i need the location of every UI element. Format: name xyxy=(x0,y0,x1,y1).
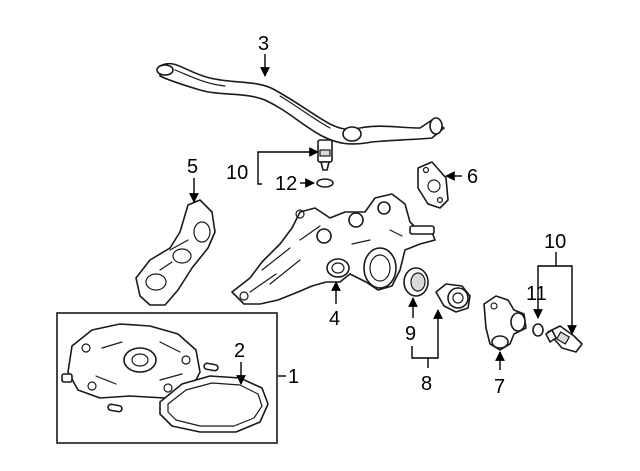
callout-1: 1 xyxy=(288,366,299,388)
callout-11: 11 xyxy=(526,283,547,305)
temperature-sensor-right-part xyxy=(545,325,583,353)
dowel-pin-part xyxy=(107,362,219,413)
callout-6: 6 xyxy=(467,166,478,188)
callout-3: 3 xyxy=(258,33,269,55)
water-pipe-part xyxy=(156,62,445,145)
callout-7: 7 xyxy=(494,376,505,398)
thermostat-gasket-part xyxy=(403,267,429,297)
gasket-plate-part xyxy=(135,199,216,306)
o-ring-12-part xyxy=(316,178,334,188)
callout-labels: 3 10 12 5 6 4 9 8 7 11 10 2 1 xyxy=(187,33,566,398)
thermostat-housing-part xyxy=(483,295,527,351)
callout-4: 4 xyxy=(329,308,340,330)
callout-leaders xyxy=(189,54,577,385)
temperature-sensor-top-part xyxy=(317,139,333,171)
callout-8: 8 xyxy=(421,373,432,395)
o-ring-11-part xyxy=(532,323,544,337)
callout-5: 5 xyxy=(187,156,198,178)
water-pump-part xyxy=(61,323,201,399)
callout-10-top: 10 xyxy=(226,162,248,184)
callout-2: 2 xyxy=(234,340,245,362)
callout-12: 12 xyxy=(275,173,297,195)
thermostat-part xyxy=(435,283,471,313)
water-pump-inset-box xyxy=(56,312,278,444)
flange-gasket-part xyxy=(417,161,449,209)
callout-9: 9 xyxy=(405,323,416,345)
water-outlet-housing-part xyxy=(231,193,436,305)
callout-10-right: 10 xyxy=(544,231,566,253)
pump-gasket-part xyxy=(159,375,269,433)
